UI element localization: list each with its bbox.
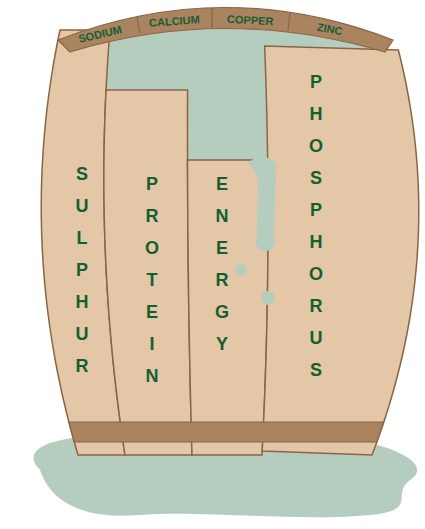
- rim-label: COPPER: [226, 13, 273, 27]
- barrel-stave: [262, 46, 419, 455]
- water-spill: [248, 157, 276, 252]
- stave-label: SULPHUR: [74, 158, 89, 382]
- stave-label: PHOSPHORUS: [308, 66, 323, 386]
- rim-divider: [288, 12, 290, 31]
- barrel-stave: [188, 160, 269, 455]
- barrel-rim: [58, 8, 393, 53]
- rim-divider: [137, 17, 140, 33]
- rim-divider: [211, 8, 212, 28]
- staves: [41, 30, 419, 455]
- barrel-hoop: [69, 422, 384, 442]
- water-drop: [261, 291, 275, 305]
- stave-label: ENERGY: [214, 168, 229, 360]
- stave-label: PROTEIN: [144, 168, 159, 392]
- barrel-stave: [104, 90, 192, 455]
- water-drop: [235, 264, 247, 276]
